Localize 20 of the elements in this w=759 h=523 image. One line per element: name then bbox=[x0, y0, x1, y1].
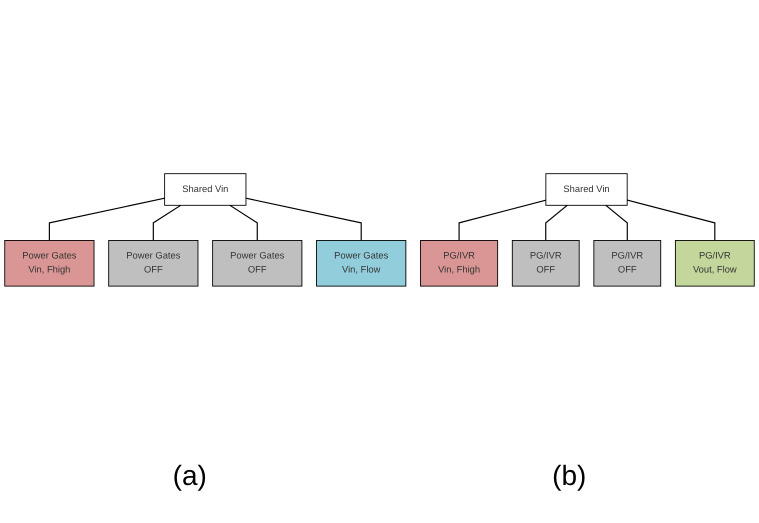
connector bbox=[152, 204, 181, 241]
node-box: Power Gates OFF bbox=[212, 240, 302, 287]
connector bbox=[48, 198, 165, 241]
node-box: PG/IVR OFF bbox=[512, 240, 580, 287]
connector bbox=[458, 200, 546, 241]
connector bbox=[230, 204, 258, 241]
node-box: Power Gates Vin, Fhigh bbox=[4, 240, 94, 287]
node-box: PG/IVR Vin, Fhigh bbox=[420, 240, 498, 287]
connector bbox=[627, 200, 716, 241]
connector bbox=[605, 204, 628, 241]
node-box: Power Gates Vin, Flow bbox=[316, 240, 406, 287]
node-box: Power Gates OFF bbox=[108, 240, 198, 287]
node-box: PG/IVR Vout, Flow bbox=[674, 240, 755, 287]
panel-label: (b) bbox=[552, 460, 586, 492]
node-box: PG/IVR OFF bbox=[593, 240, 662, 287]
node-box: Shared Vin bbox=[545, 173, 628, 206]
connector bbox=[246, 198, 362, 241]
node-box: Shared Vin bbox=[164, 173, 246, 206]
connector bbox=[545, 204, 568, 241]
panel-label: (a) bbox=[172, 460, 207, 492]
